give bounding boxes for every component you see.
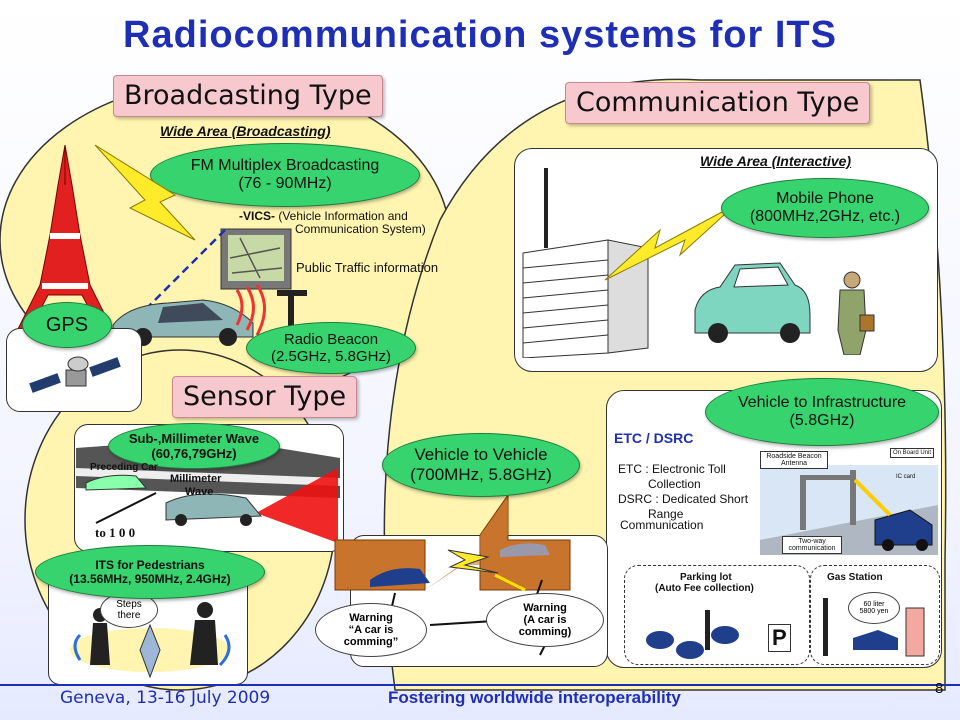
warn1-line2: “A car is bbox=[348, 624, 394, 636]
footer-location: Geneva, 13-16 July 2009 bbox=[60, 688, 271, 708]
v2v-line1: Vehicle to Vehicle bbox=[414, 445, 548, 464]
dsrc-line2: Range bbox=[648, 507, 684, 521]
parked-cars-icon bbox=[646, 610, 739, 659]
navigation-screen-icon bbox=[220, 228, 292, 290]
vics-label: -VICS- (Vehicle Information and bbox=[239, 209, 408, 223]
intersection-illustration bbox=[334, 495, 571, 656]
warn1-line3: comming” bbox=[343, 636, 399, 648]
distance-label: to 1 0 0 bbox=[95, 525, 136, 540]
dsrc-line1: DSRC : Dedicated Short bbox=[618, 492, 749, 506]
footer-rule bbox=[0, 684, 960, 686]
car-icon bbox=[694, 262, 811, 343]
mmw-line1: Sub-,Millimeter Wave bbox=[128, 431, 260, 446]
ped-line1: ITS for Pedestrians bbox=[95, 558, 205, 572]
roadside-antenna-label: Roadside Beacon Antenna bbox=[760, 451, 828, 469]
parking-sign: P bbox=[768, 624, 791, 652]
v2i-line1: Vehicle to Infrastructure bbox=[737, 394, 907, 411]
mobile-phone-ellipse: Mobile Phone (800MHz,2GHz, etc.) bbox=[721, 178, 929, 238]
page-number: 8 bbox=[935, 680, 944, 697]
v2i-line2: (5.8GHz) bbox=[789, 412, 855, 429]
broadcasting-area-label: Wide Area (Broadcasting) bbox=[160, 123, 331, 139]
mmw-ellipse: Sub-,Millimeter Wave (60,76,79GHz) bbox=[108, 423, 280, 469]
fm-label-line2: (76 - 90MHz) bbox=[238, 175, 332, 192]
car-icon bbox=[112, 299, 254, 346]
steps-line1: Steps bbox=[116, 599, 142, 610]
etc-dsrc-title: ETC / DSRC bbox=[614, 430, 694, 446]
warn2-line1: Warning bbox=[523, 602, 567, 614]
communication-type-label: Communication Type bbox=[565, 82, 871, 124]
mmw-line2: (60,76,79GHz) bbox=[151, 446, 237, 461]
gps-ellipse: GPS bbox=[22, 302, 112, 348]
broadcast-tower-icon bbox=[15, 145, 115, 334]
warn2-line3: comming) bbox=[518, 626, 572, 638]
sensor-type-label: Sensor Type bbox=[172, 376, 358, 418]
pedestrian-illustration bbox=[70, 602, 231, 679]
parking-line1: Parking lot bbox=[680, 572, 732, 583]
warn2-line2: (A car is bbox=[523, 614, 567, 626]
radio-beacon-ellipse: Radio Beacon (2.5GHz, 5.8GHz) bbox=[246, 322, 416, 374]
gas-station-illustration bbox=[823, 598, 925, 657]
v2i-ellipse: Vehicle to Infrastructure (5.8GHz) bbox=[705, 378, 939, 446]
vics-dashed-link bbox=[144, 229, 226, 311]
mmw-label-line2: Wave bbox=[185, 486, 214, 498]
fm-label-line1: FM Multiplex Broadcasting bbox=[190, 157, 380, 174]
ped-line2: (13.56MHz, 950MHz, 2.4GHz) bbox=[69, 572, 231, 586]
v2v-ellipse: Vehicle to Vehicle (700MHz, 5.8GHz) bbox=[382, 433, 580, 497]
warning-bubble-left: Warning “A car is comming” bbox=[315, 603, 427, 657]
warning-bubble-right: Warning (A car is comming) bbox=[486, 593, 604, 647]
mobile-line2: (800MHz,2GHz, etc.) bbox=[749, 208, 901, 225]
gas-station-label: Gas Station bbox=[827, 572, 883, 583]
steps-line2: there bbox=[117, 610, 141, 621]
onboard-unit-label: On Board Unit bbox=[890, 448, 935, 458]
fm-multiplex-ellipse: FM Multiplex Broadcasting (76 - 90MHz) bbox=[150, 143, 420, 207]
ic-card-label: IC card bbox=[896, 474, 916, 480]
person-with-phone-icon bbox=[837, 271, 875, 355]
warn1-line1: Warning bbox=[349, 612, 393, 624]
dsrc-line3: Communication bbox=[620, 518, 704, 532]
parking-line2: (Auto Fee collection) bbox=[655, 583, 754, 594]
pedestrian-ellipse: ITS for Pedestrians (13.56MHz, 950MHz, 2… bbox=[35, 545, 265, 599]
gps-label: GPS bbox=[45, 313, 89, 336]
mobile-line1: Mobile Phone bbox=[776, 190, 874, 207]
beacon-line2: (2.5GHz, 5.8GHz) bbox=[270, 348, 392, 365]
broadcasting-type-label: Broadcasting Type bbox=[113, 75, 383, 117]
gas-price-bubble: 60 liter 5800 yen bbox=[848, 592, 900, 624]
two-way-label: Two-way communication bbox=[782, 536, 842, 554]
vics-prefix: -VICS- bbox=[239, 209, 275, 223]
v2v-line2: (700MHz, 5.8GHz) bbox=[410, 465, 552, 484]
vics-line2: Communication System) bbox=[295, 222, 426, 236]
beacon-line1: Radio Beacon bbox=[283, 331, 379, 348]
mmw-label-line1: Millimeter bbox=[170, 473, 222, 485]
interactive-area-label: Wide Area (Interactive) bbox=[700, 153, 852, 169]
preceding-car-label: Preceding Car bbox=[90, 462, 158, 473]
satellite-icon bbox=[29, 356, 121, 393]
etc-line2: Collection bbox=[648, 477, 701, 491]
page-title: Radiocommunication systems for ITS bbox=[123, 14, 837, 56]
etc-line1: ETC : Electronic Toll bbox=[618, 462, 726, 476]
vics-line1: (Vehicle Information and bbox=[278, 209, 408, 223]
gas-bubble-line2: 5800 yen bbox=[859, 608, 889, 615]
radio-beacon-icon bbox=[235, 285, 307, 345]
gas-bubble-line1: 60 liter bbox=[863, 601, 885, 608]
public-traffic-label: Public Traffic information bbox=[296, 260, 439, 275]
footer-slogan: Fostering worldwide interoperability bbox=[388, 688, 681, 707]
lightning-icon bbox=[94, 144, 196, 241]
